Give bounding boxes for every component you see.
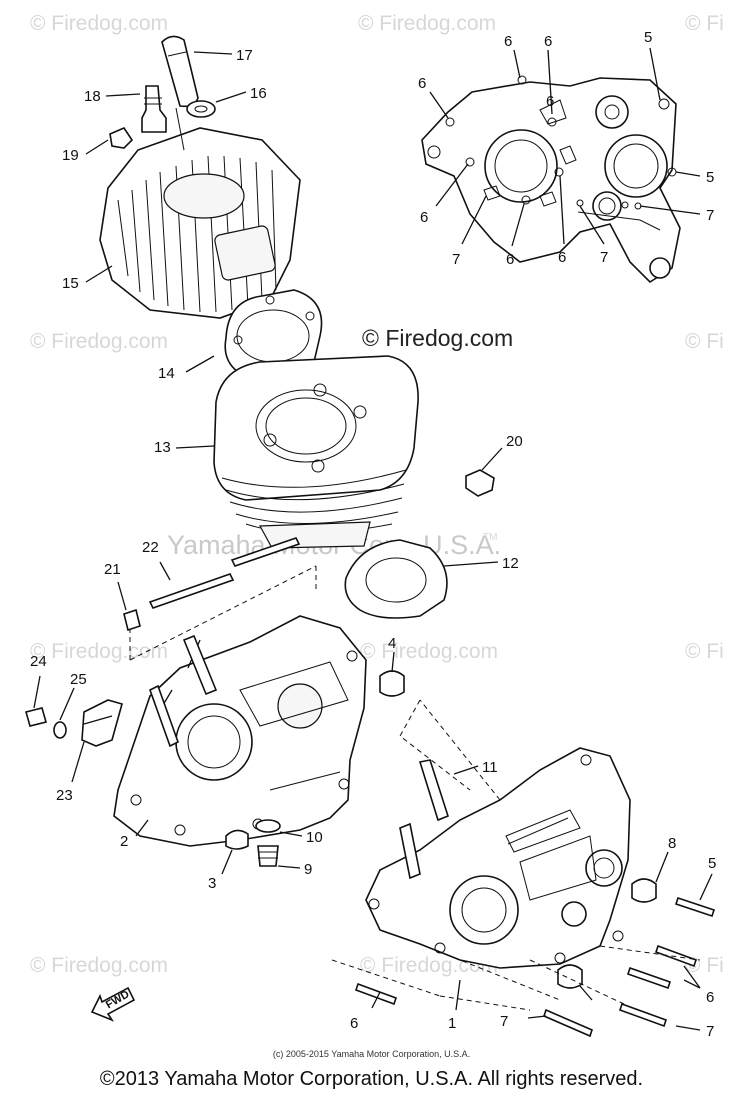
- leader-lines: [33, 47, 713, 1031]
- callout-label: 12: [502, 555, 519, 572]
- pin-group: [123, 537, 317, 661]
- callout-label: 6: [350, 1015, 358, 1032]
- left-crankcase: [113, 615, 405, 867]
- watermark-low-center: © Firedog.com: [360, 640, 498, 663]
- callout-label: 5: [644, 29, 652, 46]
- callout-label: 18: [84, 88, 101, 105]
- callout-label: 6: [544, 33, 552, 50]
- callout-label: 2: [120, 833, 128, 850]
- callout-label: 13: [154, 439, 171, 456]
- watermark-top-left: © Firedog.com: [30, 12, 168, 35]
- watermark-mid-right: © Fi: [685, 330, 724, 353]
- bracket-group: [25, 699, 123, 747]
- crankcase-detail-view: [421, 75, 681, 284]
- callout-label: 8: [668, 835, 676, 852]
- watermark-bottom-left: © Firedog.com: [30, 954, 168, 977]
- watermark-layer: © Firedog.com © Firedog.com © Fi © Fired…: [30, 12, 724, 977]
- callout-label: 10: [306, 829, 323, 846]
- callout-label: 6: [506, 251, 514, 268]
- cylinder: [213, 355, 495, 549]
- callout-label: 24: [30, 653, 47, 670]
- small-copyright: (c) 2005-2015 Yamaha Motor Corporation, …: [272, 1049, 471, 1059]
- callout-label: 6: [504, 33, 512, 50]
- callout-label: 9: [304, 861, 312, 878]
- callout-label: 19: [62, 147, 79, 164]
- callout-label: 21: [104, 561, 121, 578]
- watermark-mid-left: © Firedog.com: [30, 330, 168, 353]
- callout-label: 6: [420, 209, 428, 226]
- callout-label: 25: [70, 671, 87, 688]
- watermark-tm: TM: [483, 532, 497, 543]
- right-crankcase: [331, 699, 716, 1038]
- base-gasket: [344, 539, 448, 619]
- callout-label: 15: [62, 275, 79, 292]
- callout-label: 3: [208, 875, 216, 892]
- callout-label: 6: [706, 989, 714, 1006]
- callout-label: 20: [506, 433, 523, 450]
- callout-label: 6: [558, 249, 566, 266]
- callout-label: 4: [388, 635, 396, 652]
- watermark-top-center: © Firedog.com: [358, 12, 496, 35]
- callout-label: 5: [706, 169, 714, 186]
- watermark-firedog-main: © Firedog.com: [362, 325, 513, 351]
- watermark-top-right: © Fi: [685, 12, 724, 35]
- footer-copyright: ©2013 Yamaha Motor Corporation, U.S.A. A…: [99, 1068, 644, 1090]
- callout-label: 7: [452, 251, 460, 268]
- cylinder-head-group: [99, 35, 301, 319]
- watermark-low-left: © Firedog.com: [30, 640, 168, 663]
- callout-labels: 17 18 16 19 15 14 13 20 22 21 12 24 25 4…: [30, 29, 716, 1040]
- callout-label: 7: [706, 207, 714, 224]
- callout-label: 11: [482, 759, 498, 776]
- callout-label: 1: [448, 1015, 456, 1032]
- callout-label: 16: [250, 85, 267, 102]
- callout-label: 5: [708, 855, 716, 872]
- callout-label: 14: [158, 365, 175, 382]
- callout-label: 17: [236, 47, 253, 64]
- callout-label: 6: [418, 75, 426, 92]
- callout-label: 7: [600, 249, 608, 266]
- callout-label: 6: [546, 93, 554, 110]
- callout-label: 22: [142, 539, 159, 556]
- callout-label: 23: [56, 787, 73, 804]
- watermark-low-right: © Fi: [685, 640, 724, 663]
- head-gasket: [224, 289, 323, 379]
- callout-label: 7: [706, 1023, 714, 1040]
- callout-label: 7: [500, 1013, 508, 1030]
- fwd-arrow: FWD: [90, 986, 136, 1022]
